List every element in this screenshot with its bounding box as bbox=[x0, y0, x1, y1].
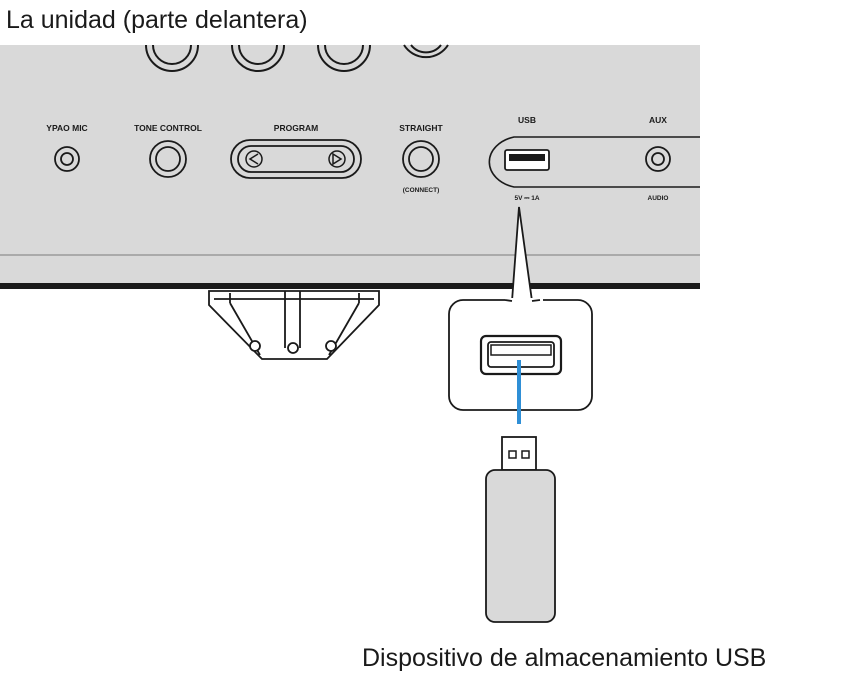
aux-jack[interactable] bbox=[645, 146, 671, 172]
audio-label: AUDIO bbox=[648, 195, 669, 202]
program-label: PROGRAM bbox=[274, 123, 318, 133]
tone-control-button[interactable] bbox=[149, 140, 187, 178]
program-left-button[interactable] bbox=[245, 150, 263, 168]
usb-stick-icon bbox=[485, 436, 556, 623]
knob-3-icon bbox=[317, 44, 371, 72]
usb-device-caption: Dispositivo de almacenamiento USB bbox=[362, 644, 767, 672]
knob-1-icon bbox=[145, 44, 199, 72]
usb-port[interactable] bbox=[504, 149, 550, 171]
diagram-title: La unidad (parte delantera) bbox=[6, 6, 308, 34]
aux-label: AUX bbox=[649, 115, 667, 125]
triangle-left-icon bbox=[248, 153, 259, 165]
straight-label: STRAIGHT bbox=[399, 123, 443, 133]
usb-port-enlarged-icon bbox=[479, 334, 563, 376]
ypao-mic-jack[interactable] bbox=[54, 146, 80, 172]
ypao-mic-label: YPAO MIC bbox=[46, 123, 87, 133]
triangle-right-icon bbox=[332, 152, 343, 166]
knob-4-icon bbox=[403, 44, 449, 59]
usb-aux-bracket bbox=[488, 136, 700, 188]
front-panel bbox=[0, 45, 700, 289]
program-rocker bbox=[230, 139, 362, 179]
connect-label: (CONNECT) bbox=[403, 187, 439, 194]
top-knobs bbox=[145, 44, 449, 72]
program-right-button[interactable] bbox=[328, 150, 346, 168]
usb-rating-label: 5V ⎓ 1A bbox=[514, 195, 539, 202]
tone-control-label: TONE CONTROL bbox=[134, 123, 202, 133]
usb-label: USB bbox=[518, 115, 536, 125]
knob-2-icon bbox=[231, 44, 285, 72]
straight-button[interactable] bbox=[402, 140, 440, 178]
front-door bbox=[208, 290, 380, 360]
